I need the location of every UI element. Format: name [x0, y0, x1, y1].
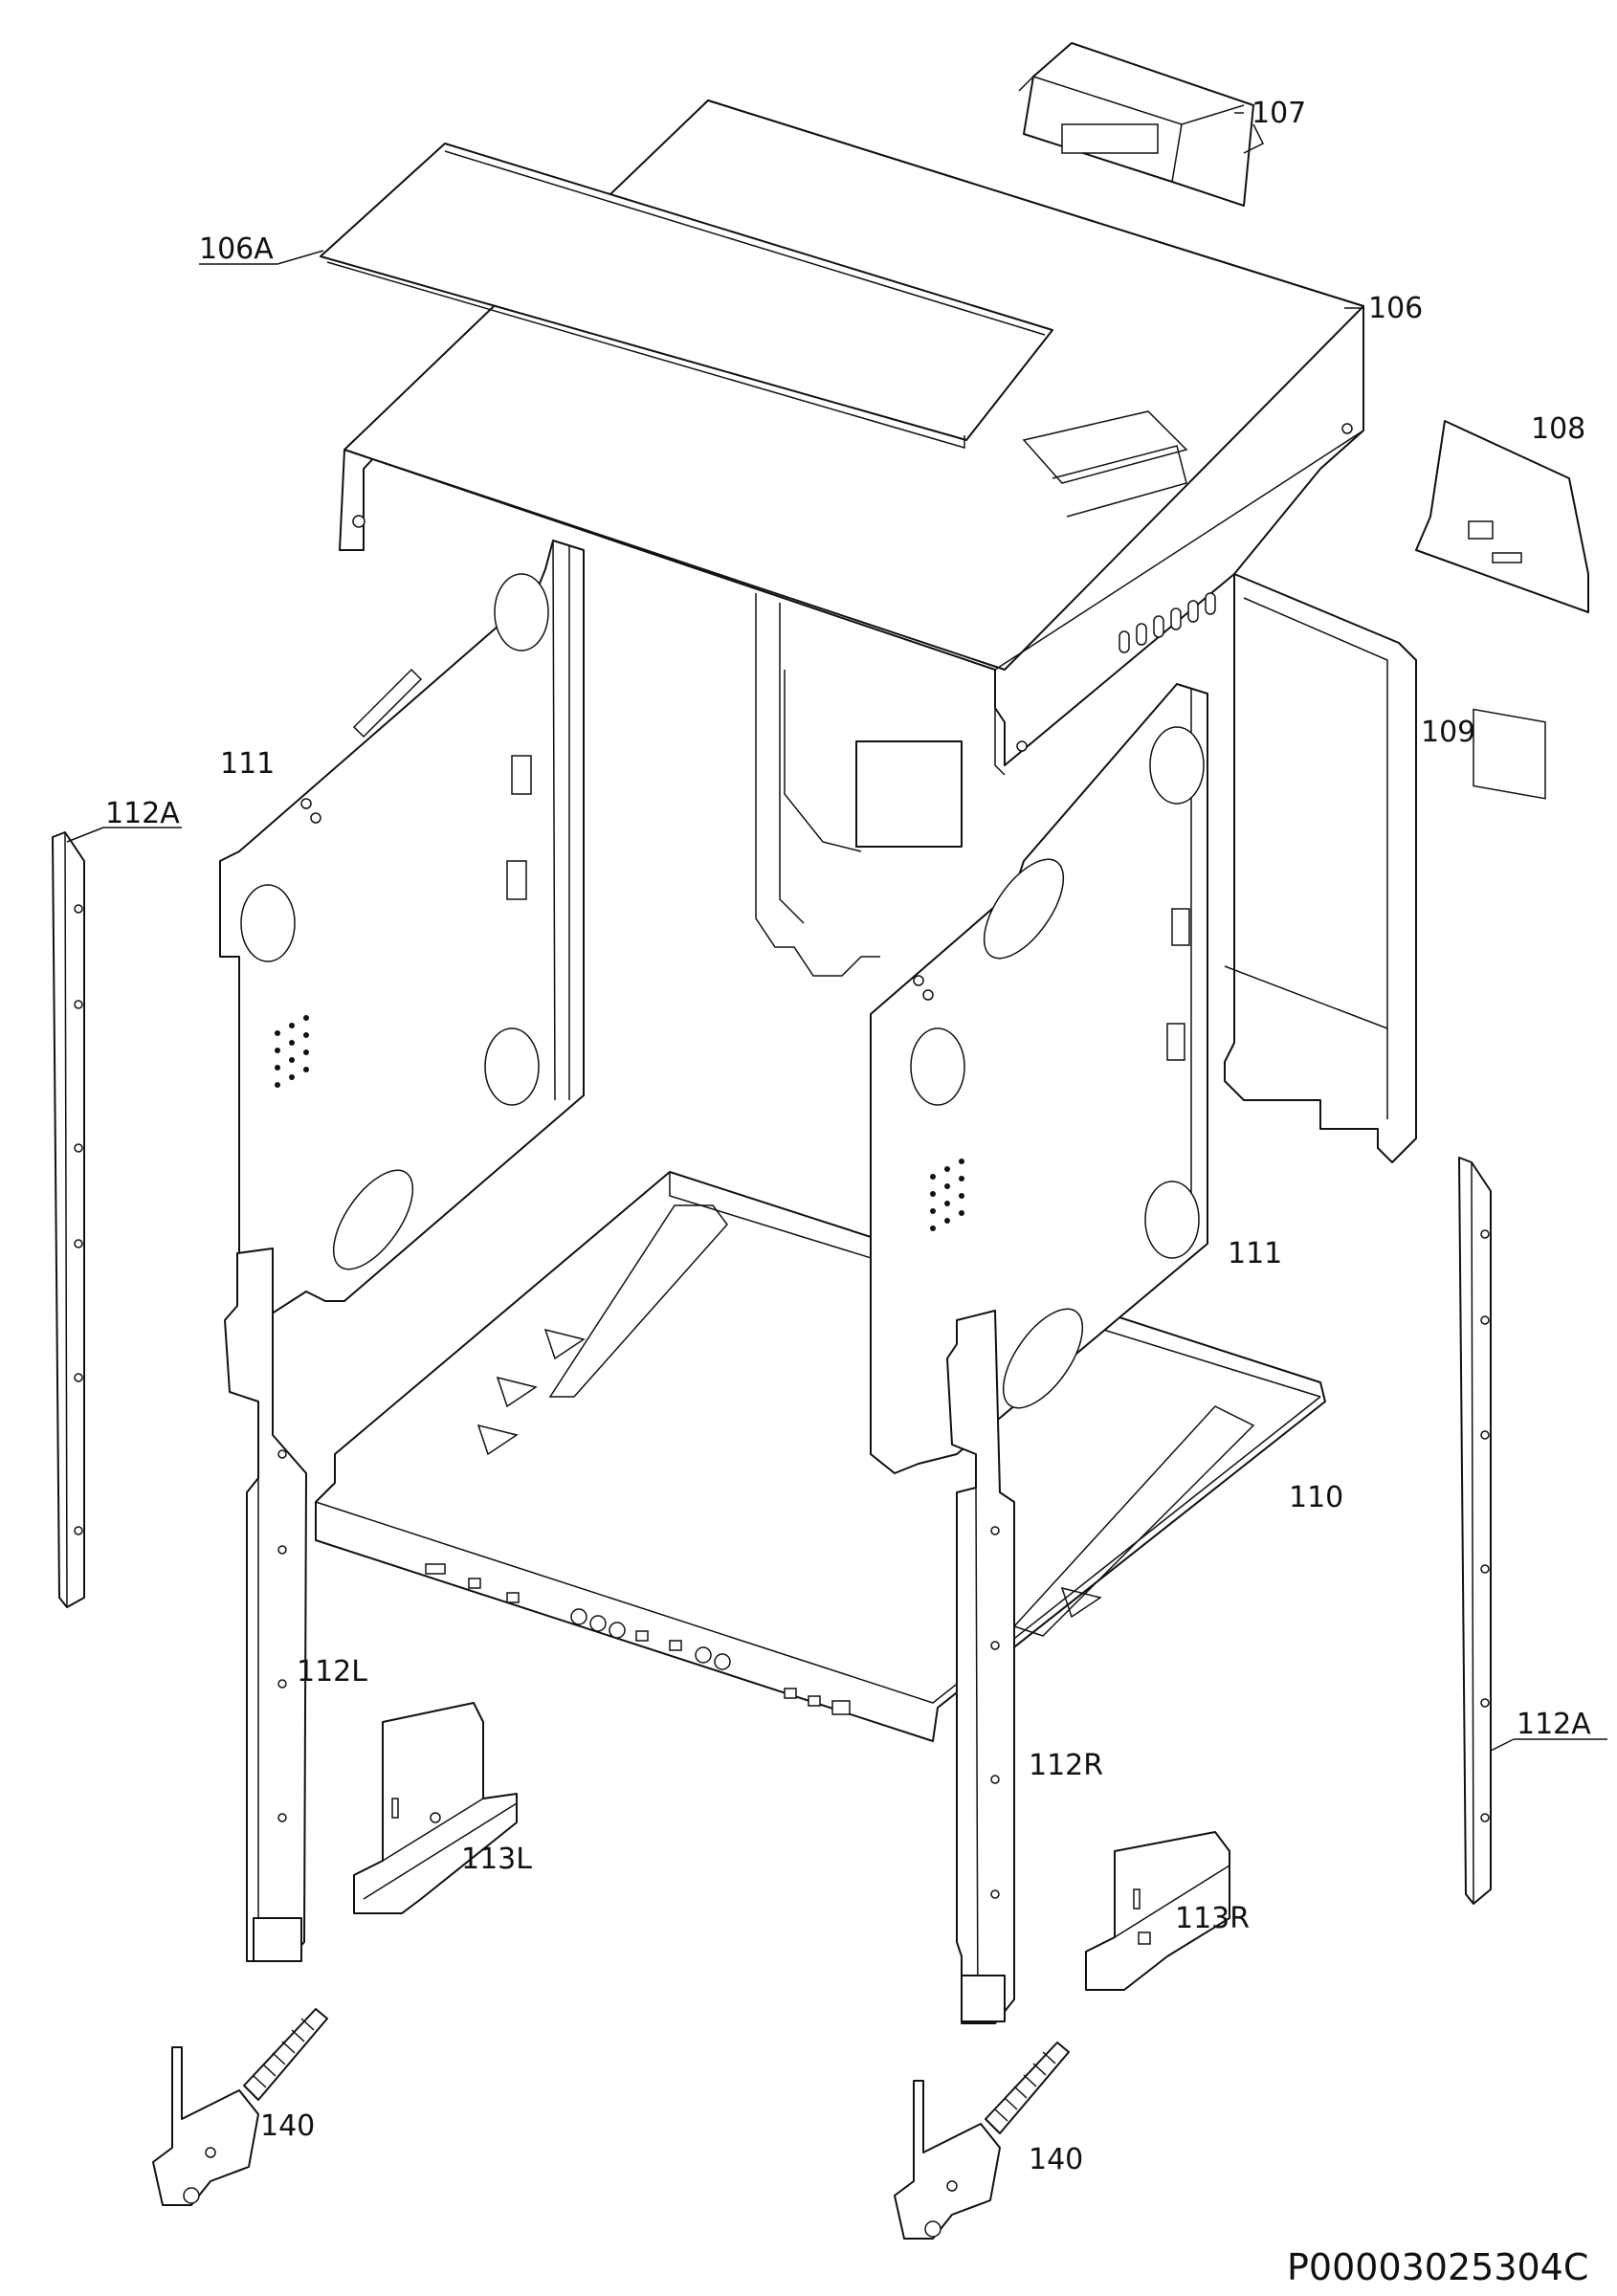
perforation-pattern: [275, 1015, 309, 1088]
hinge-spring-coils: [994, 2051, 1056, 2122]
label-110: 110: [1289, 1481, 1343, 1514]
hinge-spring-coils: [253, 2018, 315, 2088]
vent-slots: [1119, 592, 1216, 653]
part-140-left-hinge: [152, 2008, 328, 2206]
drawing-reference-number: P00003025304C: [1287, 2246, 1588, 2288]
part-113l-bracket: [353, 1702, 518, 1914]
part-112r-right-rail: [946, 1310, 1015, 2024]
label-112a-left: 112A: [105, 797, 180, 830]
label-106: 106: [1368, 292, 1423, 325]
oven-back-frame: [755, 593, 963, 977]
label-140-left: 140: [260, 2109, 315, 2143]
part-112a-right-strip: [1458, 1157, 1492, 1905]
part-112a-left-strip: [52, 831, 85, 1608]
label-113r: 113R: [1175, 1902, 1250, 1935]
part-108-control-panel: [1415, 420, 1589, 800]
label-111-left: 111: [220, 747, 275, 781]
label-109: 109: [1421, 716, 1475, 749]
part-107-box: [1018, 42, 1265, 207]
leader-lines: [66, 112, 1607, 1752]
part-113r-bracket: [1085, 1831, 1230, 1991]
label-106a: 106A: [199, 232, 274, 266]
label-107: 107: [1252, 97, 1306, 130]
part-112l-left-rail: [224, 1247, 307, 1962]
part-111-left-side-panel: [219, 540, 585, 1336]
label-112a-right: 112A: [1517, 1708, 1591, 1741]
label-108: 108: [1531, 412, 1585, 446]
label-111-right: 111: [1228, 1237, 1282, 1270]
part-106a-insulation: [320, 143, 1053, 449]
part-111-right-side-panel: [870, 683, 1208, 1474]
label-112l: 112L: [297, 1655, 367, 1689]
label-112r: 112R: [1029, 1749, 1103, 1782]
perforation-pattern: [930, 1159, 964, 1231]
part-109-back-panel: [1224, 573, 1417, 1163]
label-140-right: 140: [1029, 2143, 1083, 2176]
part-labels: 107 106A 106 108 109 111 112A 111 110 11…: [105, 97, 1591, 2176]
label-113l: 113L: [461, 1843, 532, 1876]
part-140-right-hinge: [894, 2042, 1070, 2240]
